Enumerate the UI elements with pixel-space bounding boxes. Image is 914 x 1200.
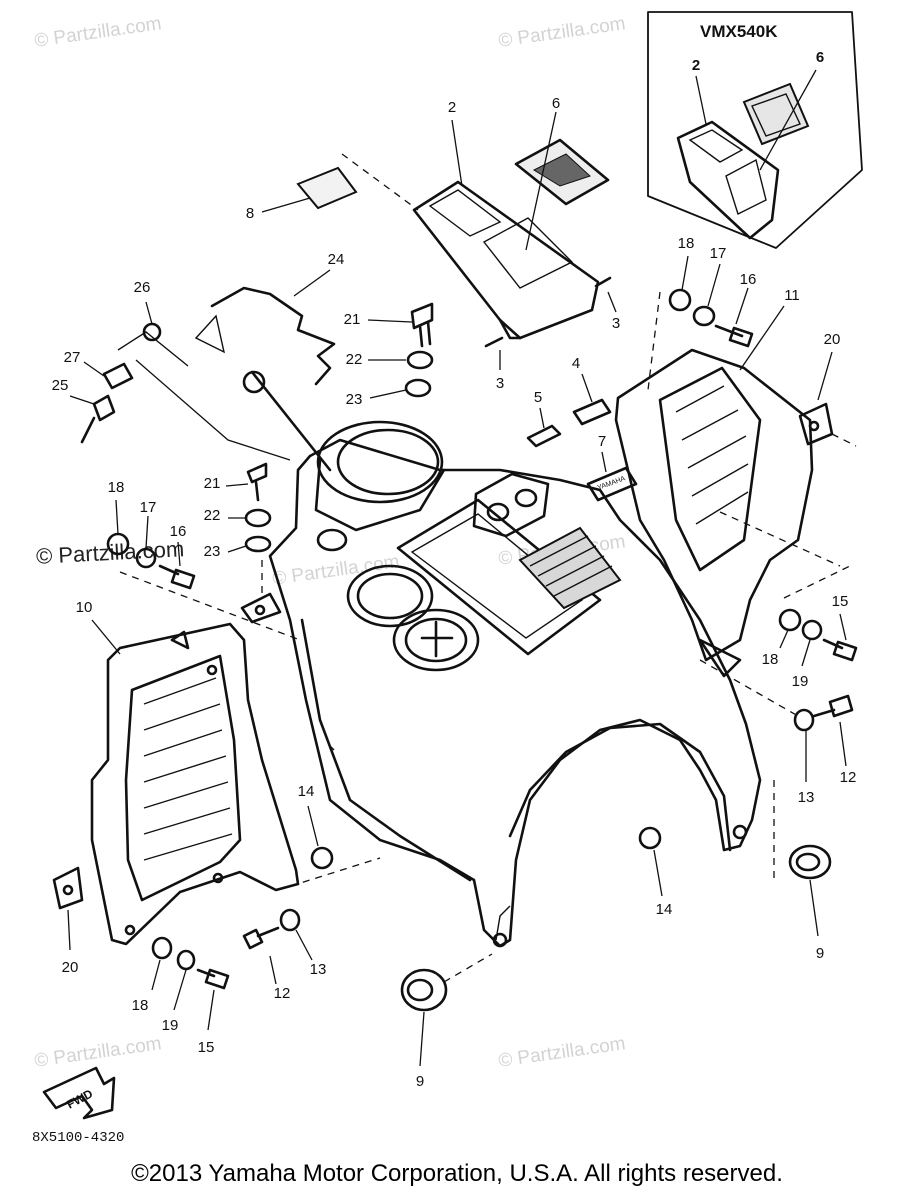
fastener-stack-left-side [106,499,301,641]
callout-label: 23 [346,391,363,408]
front-shroud-body [240,420,762,948]
callout-label: 15 [198,1039,215,1056]
callout-label: 18 [108,479,125,496]
callout-label: 8 [246,205,254,222]
callout-label: 16 [170,523,187,540]
callout-label: 18 [678,235,695,252]
callout-label: 21 [344,311,361,328]
callout-label: 9 [416,1073,424,1090]
callout-label: 20 [824,331,841,348]
part-11-right-duct [614,291,851,678]
part-20-clip-left [52,866,84,951]
part-27-clip [83,361,134,390]
callout-label: 15 [832,593,849,610]
callout-label: 7 [598,433,606,450]
callout-label: 26 [134,279,151,296]
callout-label: 23 [204,543,221,560]
fastener-stack-left-lower [151,908,313,1031]
callout-label: 27 [64,349,81,366]
callout-label: 18 [762,651,779,668]
callout-label: 16 [740,271,757,288]
diagram-code: 8X5100-4320 [32,1130,125,1146]
callout-label: 2 [448,99,456,116]
fastener-stack-left [225,462,272,598]
callout-label: 14 [298,783,315,800]
part-10-left-duct [90,619,381,946]
part-6-emblem [514,111,610,251]
part-4-lens [572,398,612,426]
callout-label: 13 [310,961,327,978]
callout-label: 3 [612,315,620,332]
part-14-nut [310,846,334,870]
callout-label: 13 [798,789,815,806]
callout-label: 10 [76,599,93,616]
part-3-pin [594,276,612,288]
fwd-arrow-icon [42,1066,116,1120]
callout-label: 4 [572,355,580,372]
callout-label: 6 [552,95,560,112]
copyright-notice: ©2013 Yamaha Motor Corporation, U.S.A. A… [131,1160,783,1187]
part-3-pin [484,336,504,348]
callout-label: 21 [204,475,221,492]
callout-label: 25 [52,377,69,394]
callout-label: 12 [840,769,857,786]
callout-label: 22 [346,351,363,368]
callout-label: 9 [816,945,824,962]
part-20-clip-right [798,351,857,447]
callout-labels: 2 6 8 24 26 21 22 23 27 25 3 3 5 4 7 18 … [52,49,857,1090]
callout-label: 14 [656,901,673,918]
callout-label: 5 [534,389,542,406]
callout-label: 17 [710,245,727,262]
inset-model-title: VMX540K [700,22,778,41]
part-14-nut [638,826,662,850]
part-25-bulb [69,394,116,444]
callout-label: 18 [132,997,149,1014]
part-24-seal [194,269,336,472]
fastener-stack-upper [367,302,434,399]
inset-box [647,11,863,249]
callout-label: 11 [784,287,800,304]
callout-label: 19 [792,673,809,690]
fastener-stack-right-upper [668,255,754,348]
callout-label: 2 [692,57,700,74]
callout-label: 19 [162,1017,179,1034]
part-2-console-cover [341,119,600,340]
callout-label: 17 [140,499,157,516]
callout-label: 12 [274,985,291,1002]
part-5-lens [526,424,562,448]
callout-label: 20 [62,959,79,976]
fastener-stack-right-lower [699,608,858,782]
callout-label: 3 [496,375,504,392]
part-9-grommet-left [400,953,493,1067]
part-9-grommet-right [773,780,832,937]
part-8-plate [296,166,358,210]
callout-label: 24 [328,251,345,268]
callout-label: 6 [816,49,824,66]
callout-label: 22 [204,507,221,524]
part-26-grommet [117,301,189,367]
